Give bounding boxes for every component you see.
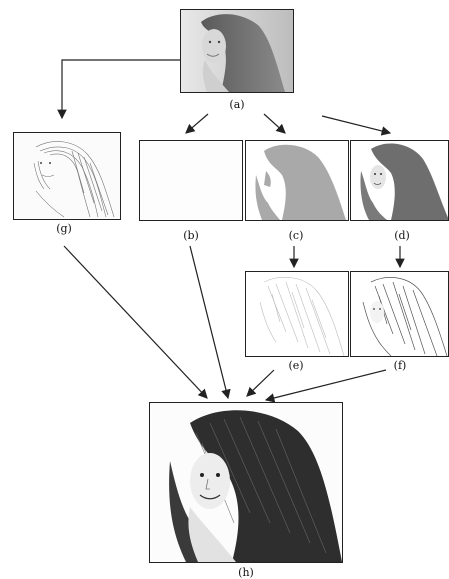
panel-h-label: (h) (238, 566, 254, 579)
hair-sketch-image (351, 272, 448, 356)
arrow-f-to-h (264, 369, 387, 403)
panel-d-label: (d) (394, 229, 410, 242)
pencil-sketch-image (14, 133, 120, 219)
panel-h-final-sketch (149, 402, 343, 563)
panel-b-blank (139, 140, 243, 221)
panel-a-label: (a) (229, 98, 245, 111)
panel-c-gray-mask (245, 140, 349, 221)
arrow-a-to-g (57, 59, 180, 120)
panel-b-label: (b) (183, 229, 199, 242)
dark-mask-image (351, 141, 448, 220)
panel-g-label: (g) (56, 222, 72, 235)
arrow-a-to-d (321, 115, 392, 136)
arrow-e-to-h (246, 369, 275, 397)
panel-f-hair-sketch (350, 271, 449, 357)
portrait-photo-image (181, 10, 293, 92)
arrow-b-to-h (189, 245, 231, 400)
panel-a-original-photo (180, 9, 294, 93)
panel-g-pencil-sketch (13, 132, 121, 220)
blank-image (140, 141, 242, 220)
panel-e-faint-texture (245, 271, 349, 357)
arrow-g-to-h (63, 245, 208, 399)
panel-d-dark-mask (350, 140, 449, 221)
faint-texture-image (246, 272, 348, 356)
arrow-a-to-b (185, 113, 209, 134)
panel-e-label: (e) (288, 359, 304, 372)
gray-mask-image (246, 141, 348, 220)
arrow-a-to-c (263, 113, 286, 134)
final-sketch-image (150, 403, 342, 562)
panel-c-label: (c) (288, 229, 304, 242)
panel-f-label: (f) (393, 359, 407, 372)
